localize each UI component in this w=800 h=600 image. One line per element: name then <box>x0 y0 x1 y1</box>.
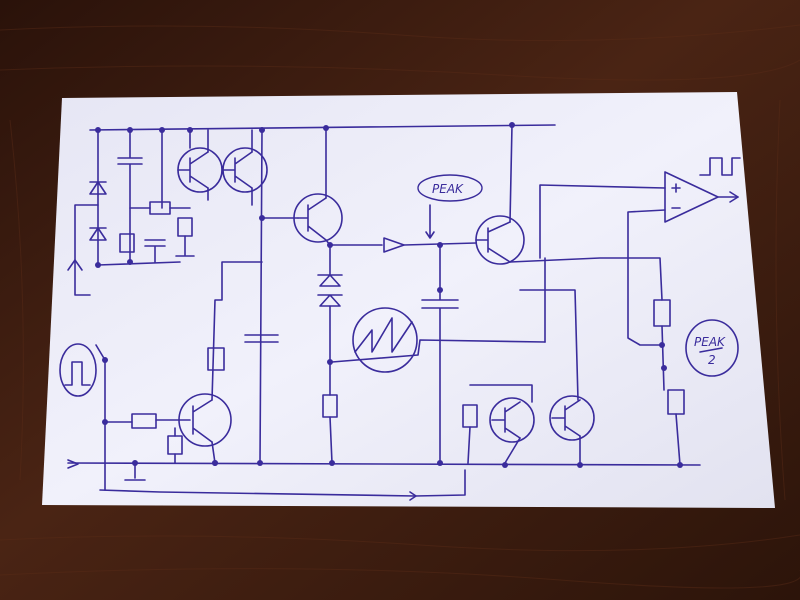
diode-left-1 <box>89 181 107 195</box>
sawtooth-wave <box>354 317 413 353</box>
bottom-rail <box>67 462 701 466</box>
input-square-bubble <box>59 343 97 397</box>
resistor-r10 <box>207 347 225 371</box>
transistor-q7 <box>178 393 232 447</box>
resistor-r1 <box>119 233 135 253</box>
transistor-q5 <box>489 397 535 443</box>
junction-dots <box>95 122 683 468</box>
resistor-r8 <box>131 413 157 429</box>
input-square-wave <box>64 361 91 386</box>
diode-peak <box>383 237 405 253</box>
top-rail <box>89 124 556 131</box>
diode-left-2 <box>89 227 107 241</box>
transistor-q6 <box>549 395 595 441</box>
peak-label-bubble <box>417 174 483 202</box>
peak-half-bubble <box>685 319 739 377</box>
peak-label: PEAK <box>432 182 464 196</box>
comparator <box>664 171 719 223</box>
wood-grain <box>0 24 800 589</box>
peak-half-label-top: PEAK <box>694 335 726 349</box>
sawtooth-bubble <box>352 307 418 373</box>
square-wave-output <box>699 157 741 176</box>
transistor-q3 <box>293 193 343 243</box>
peak-half-label-bottom: 2 <box>708 353 716 367</box>
peak-label-group: PEAK <box>417 174 483 202</box>
schematic-drawing <box>59 124 741 501</box>
peak-half-label-group: PEAK 2 <box>694 335 726 367</box>
zener-1 <box>317 274 343 287</box>
